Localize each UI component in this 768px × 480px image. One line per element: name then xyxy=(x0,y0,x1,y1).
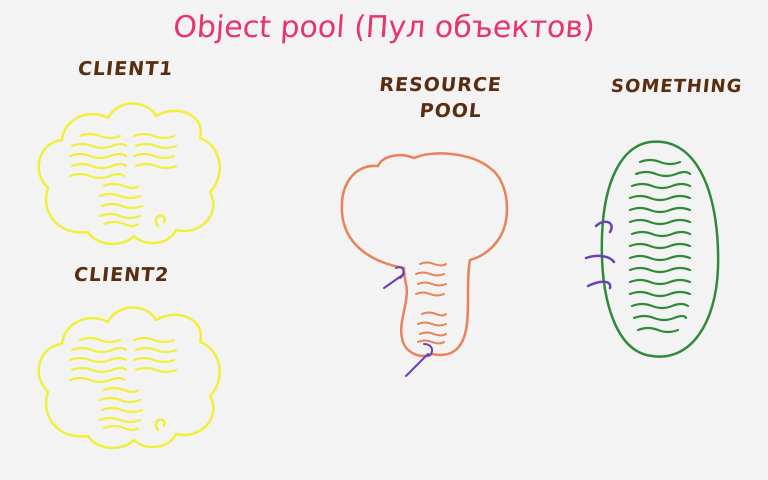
client2-cloud xyxy=(37,306,221,449)
something-shape xyxy=(600,140,720,358)
resource-pool-content-lines xyxy=(415,261,447,345)
something-connectors xyxy=(584,220,616,290)
client1-cloud xyxy=(37,102,221,245)
client2-content-lines xyxy=(68,336,178,432)
resource-pool-connectors xyxy=(383,266,434,377)
resource-pool-shape xyxy=(340,152,509,358)
client1-content-lines xyxy=(68,132,178,228)
something-content-lines xyxy=(628,158,692,334)
